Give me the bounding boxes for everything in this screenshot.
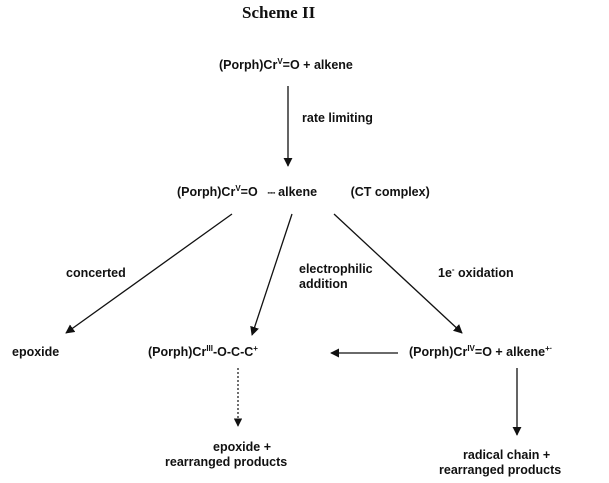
- product-epoxide-line2: rearranged products: [165, 455, 288, 469]
- label-electrophilic: electrophilic: [299, 262, 373, 276]
- product-epoxide-line1: epoxide +: [213, 440, 272, 454]
- arrow-oxidation: [333, 213, 463, 334]
- product-radical-line1: radical chain +: [463, 448, 551, 462]
- arrow-electrophilic: [250, 213, 293, 336]
- label-oxidation: 1e- oxidation: [438, 264, 514, 280]
- node-ct-complex: (Porph)CrV=O ∙∙∙∙∙ alkene (CT complex): [177, 183, 430, 199]
- arrow-concerted: [65, 213, 233, 334]
- ct-dots: ∙∙∙∙∙: [267, 188, 275, 198]
- scheme-title: Scheme II: [242, 3, 316, 22]
- label-concerted: concerted: [66, 266, 126, 280]
- node-cr-iv-radical: (Porph)CrIV=O + alkene+·: [409, 343, 553, 359]
- label-rate-limiting: rate limiting: [302, 111, 373, 125]
- node-start: (Porph)CrV=O + alkene: [219, 56, 353, 72]
- product-radical-line2: rearranged products: [439, 463, 562, 477]
- node-epoxide: epoxide: [12, 345, 60, 359]
- label-addition: addition: [299, 277, 348, 291]
- ct-tag: (CT complex): [350, 185, 430, 199]
- node-cr-iii-cation: (Porph)CrIII-O-C-C+: [148, 343, 258, 359]
